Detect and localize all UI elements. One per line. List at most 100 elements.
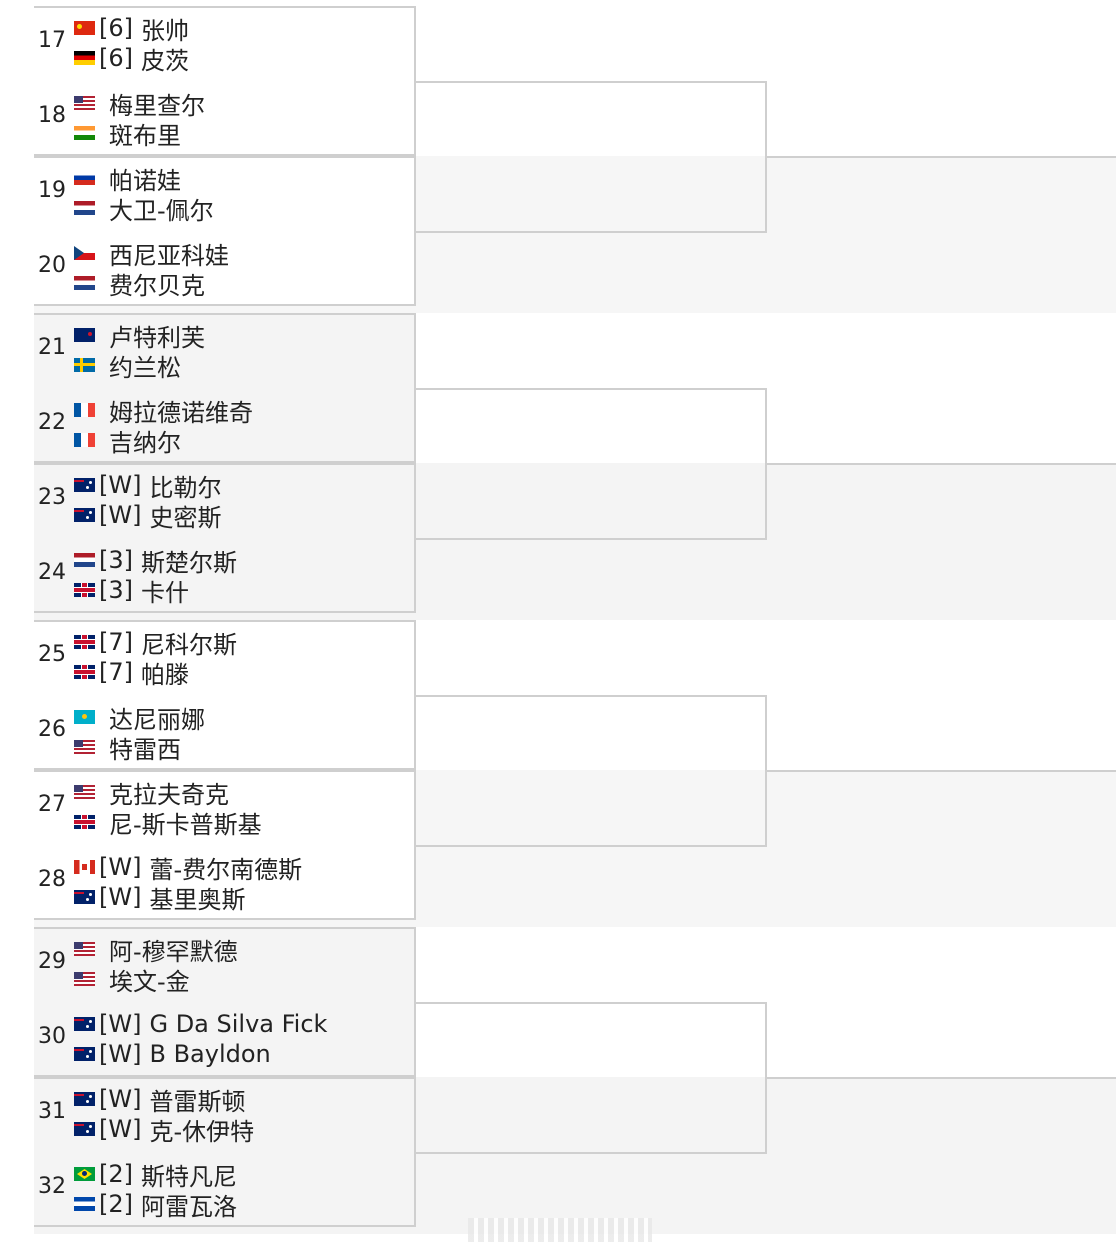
us-flag-icon	[74, 785, 95, 799]
player-row[interactable]: [W]G Da Silva Fick	[74, 1009, 327, 1039]
player-row[interactable]: [W]基里奥斯	[74, 882, 246, 914]
au-flag-icon	[74, 1017, 95, 1031]
player-row[interactable]: 埃文-金	[74, 964, 190, 996]
player-row[interactable]: 西尼亚科娃	[74, 238, 229, 270]
player-seed-tag: [3]	[99, 546, 133, 574]
player-row[interactable]: 特雷西	[74, 732, 181, 764]
fr-flag-icon	[74, 403, 95, 417]
player-row[interactable]: 吉纳尔	[74, 425, 181, 457]
connector-line	[416, 388, 766, 390]
player-name: 斯楚尔斯	[141, 548, 237, 577]
player-seed-tag: [W]	[99, 1010, 142, 1038]
player-name: 大卫-佩尔	[109, 196, 214, 225]
match-pair-box	[34, 620, 416, 770]
ca-flag-icon	[74, 860, 95, 874]
player-row[interactable]: 约兰松	[74, 350, 181, 382]
watermark	[468, 1218, 652, 1242]
au-flag-icon	[74, 1047, 95, 1061]
player-row[interactable]: 斑布里	[74, 118, 181, 150]
player-seed-tag: [W]	[99, 1115, 142, 1143]
player-row[interactable]: 大卫-佩尔	[74, 193, 214, 225]
fr-flag-icon	[74, 433, 95, 447]
connector-line	[416, 538, 766, 540]
player-name: 姆拉德诺维奇	[109, 398, 253, 427]
player-seed-tag: [2]	[99, 1190, 133, 1218]
player-name: 西尼亚科娃	[109, 241, 229, 270]
match-pair-box	[34, 313, 416, 463]
player-row[interactable]: 帕诺娃	[74, 163, 181, 195]
seed-number: 21	[38, 335, 66, 360]
player-seed-tag: [W]	[99, 853, 142, 881]
player-row[interactable]: 尼-斯卡普斯基	[74, 807, 262, 839]
se-flag-icon	[74, 358, 95, 372]
cn-flag-icon	[74, 21, 95, 35]
match-pair-box	[34, 927, 416, 1077]
us-flag-icon	[74, 972, 95, 986]
player-name: 克拉夫奇克	[109, 780, 229, 809]
player-row[interactable]: 克拉夫奇克	[74, 777, 229, 809]
player-row[interactable]: [3] 斯楚尔斯	[74, 545, 237, 577]
player-row[interactable]: [6]皮茨	[74, 43, 189, 75]
player-seed-tag: [7]	[99, 658, 133, 686]
seed-number: 30	[38, 1024, 66, 1049]
player-seed-tag: [3]	[99, 576, 133, 604]
player-row[interactable]: 卢特利芙	[74, 320, 205, 352]
player-row[interactable]: [2] 斯特凡尼	[74, 1159, 237, 1191]
au-flag-icon	[74, 1092, 95, 1106]
seed-number: 28	[38, 867, 66, 892]
player-name: 皮茨	[141, 46, 189, 75]
connector-line	[416, 1152, 766, 1154]
player-seed-tag: [2]	[99, 1160, 133, 1188]
seed-number: 22	[38, 410, 66, 435]
player-row[interactable]: 费尔贝克	[74, 268, 205, 300]
seed-number: 23	[38, 485, 66, 510]
gb-flag-icon	[74, 635, 95, 649]
player-row[interactable]: [6]张帅	[74, 13, 189, 45]
player-name: 比勒尔	[149, 473, 222, 502]
nl-flag-icon	[74, 553, 95, 567]
player-row[interactable]: [W]克-休伊特	[74, 1114, 255, 1146]
player-name: 史密斯	[149, 503, 222, 532]
player-row[interactable]: [7]尼科尔斯	[74, 627, 237, 659]
seed-number: 32	[38, 1174, 66, 1199]
player-row[interactable]: [W]史密斯	[74, 500, 222, 532]
player-name: 基里奥斯	[149, 885, 246, 914]
player-name: 克-休伊特	[149, 1117, 255, 1146]
us-flag-icon	[74, 942, 95, 956]
au-flag-icon	[74, 478, 95, 492]
player-seed-tag: [W]	[99, 1040, 142, 1068]
au-flag-icon	[74, 1122, 95, 1136]
player-name: 埃文-金	[109, 967, 190, 996]
player-row[interactable]: [2]阿雷瓦洛	[74, 1189, 237, 1221]
player-name: 阿-穆罕默德	[109, 937, 238, 966]
player-row[interactable]: 达尼丽娜	[74, 702, 205, 734]
de-flag-icon	[74, 51, 95, 65]
player-row[interactable]: [W]蕾-费尔南德斯	[74, 852, 302, 884]
sv-flag-icon	[74, 1197, 95, 1211]
player-name: 卢特利芙	[109, 323, 205, 352]
player-name: B Bayldon	[149, 1040, 271, 1068]
player-row[interactable]: 梅里查尔	[74, 88, 205, 120]
player-row[interactable]: 阿-穆罕默德	[74, 934, 238, 966]
player-row[interactable]: [W]比勒尔	[74, 470, 222, 502]
connector-line	[765, 463, 1116, 465]
connector-line	[416, 231, 766, 233]
player-row[interactable]: [W]B Bayldon	[74, 1039, 271, 1069]
connector-line	[416, 845, 766, 847]
connector-line	[416, 1002, 766, 1004]
player-name: 斑布里	[109, 121, 181, 150]
player-row[interactable]: [W]普雷斯顿	[74, 1084, 245, 1116]
player-seed-tag: [W]	[99, 1085, 142, 1113]
player-row[interactable]: [3]卡什	[74, 575, 189, 607]
player-name: 斯特凡尼	[141, 1162, 237, 1191]
seed-number: 29	[38, 949, 66, 974]
player-seed-tag: [W]	[99, 471, 142, 499]
kz-flag-icon	[74, 710, 95, 724]
gb-flag-icon	[74, 665, 95, 679]
player-name: 特雷西	[109, 735, 181, 764]
seed-number: 26	[38, 717, 66, 742]
player-name: 帕诺娃	[109, 166, 181, 195]
player-name: 张帅	[141, 16, 189, 45]
player-row[interactable]: [7]帕滕	[74, 657, 189, 689]
player-row[interactable]: 姆拉德诺维奇	[74, 395, 253, 427]
